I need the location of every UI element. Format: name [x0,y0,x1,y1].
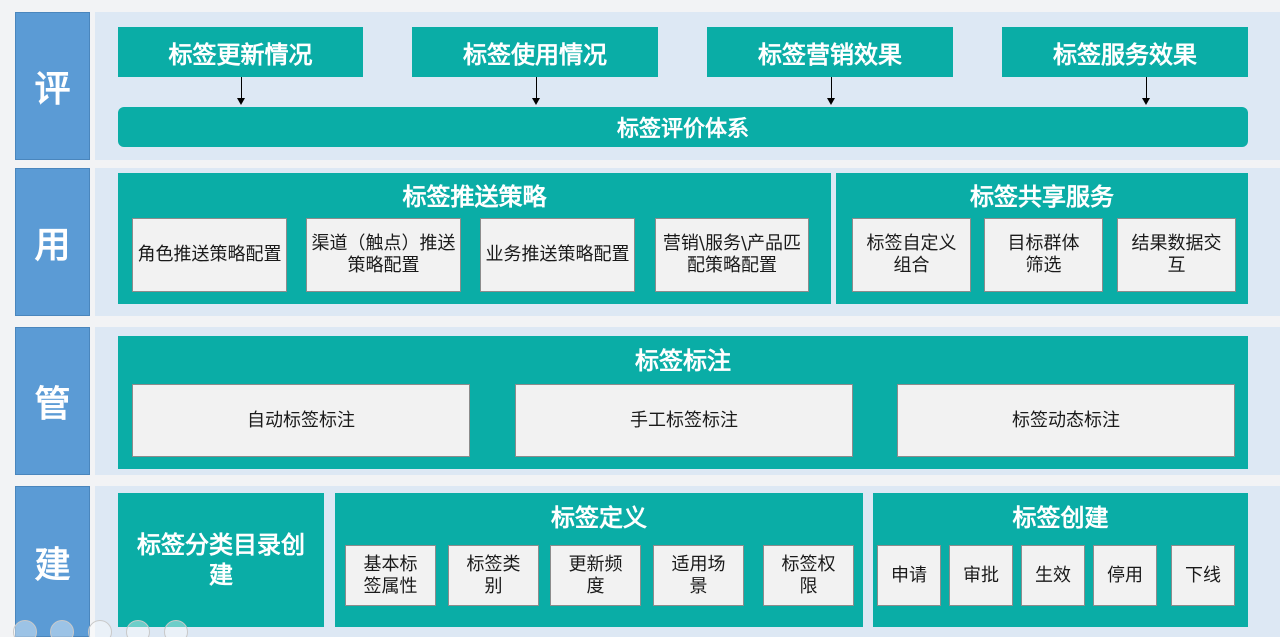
layer-evaluate-text: 评 [34,69,71,110]
push-item-channel-label: 渠道（触点）推送策略配置 [311,233,456,276]
eval-system-bar: 标签评价体系 [118,107,1248,147]
def-item-frequency: 更新频度 [550,545,641,606]
use-push-panel: 标签推送策略 角色推送策略配置 渠道（触点）推送策略配置 业务推送策略配置 营销… [118,173,831,304]
create-item-approve-label: 审批 [963,564,999,586]
arrow-line-3 [831,77,832,98]
push-item-role: 角色推送策略配置 [132,218,287,292]
share-item-data: 结果数据交互 [1117,218,1236,292]
push-item-business-label: 业务推送策略配置 [485,244,630,265]
eval-box-marketing: 标签营销效果 [707,27,953,77]
push-item-match-label: 营销\服务\产品匹配策略配置 [662,233,802,276]
manage-item-manual: 手工标签标注 [515,384,853,457]
def-item-scenario: 适用场景 [653,545,744,606]
layer-label-build: 建 [15,486,90,637]
slide-prev-icon[interactable] [13,620,37,637]
create-item-approve: 审批 [949,545,1013,606]
layer-manage-text: 管 [34,384,71,425]
manage-title-label: 标签标注 [635,346,731,375]
build-catalog: 标签分类目录创建 [118,493,324,627]
slide-more-icon[interactable] [164,620,188,637]
create-item-apply: 申请 [877,545,941,606]
manage-item-auto: 自动标签标注 [132,384,470,457]
def-item-permission: 标签权限 [763,545,854,606]
use-share-panel: 标签共享服务 标签自定义组合 目标群体筛选 结果数据交互 [836,173,1248,304]
manage-item-dynamic-label: 标签动态标注 [1012,409,1120,431]
layer-label-evaluate: 评 [15,12,90,160]
build-creation-panel: 标签创建 申请 审批 生效 停用 下线 [873,493,1248,627]
arrow-head-1 [237,98,245,105]
push-item-channel: 渠道（触点）推送策略配置 [306,218,461,292]
create-item-apply-label: 申请 [891,564,927,586]
slide-menu-icon[interactable] [88,620,112,637]
eval-system-bar-label: 标签评价体系 [616,117,749,142]
push-item-match: 营销\服务\产品匹配策略配置 [655,218,809,292]
build-definition-title: 标签定义 [335,496,863,534]
build-definition-panel: 标签定义 基本标签属性 标签类别 更新频度 适用场景 标签权限 [335,493,863,627]
slide-zoom-icon[interactable] [126,620,150,637]
create-item-disable-label: 停用 [1107,564,1143,586]
share-item-data-label: 结果数据交互 [1131,233,1222,276]
def-item-frequency-label: 更新频度 [568,553,623,597]
push-item-business: 业务推送策略配置 [480,218,635,292]
use-push-title: 标签推送策略 [118,176,831,212]
push-item-role-label: 角色推送策略配置 [137,244,282,265]
manage-item-dynamic: 标签动态标注 [897,384,1235,457]
create-item-offline-label: 下线 [1185,564,1221,586]
slide-pen-icon[interactable] [50,620,74,637]
eval-box-service: 标签服务效果 [1002,27,1248,77]
share-item-custom-label: 标签自定义组合 [866,233,957,276]
def-item-basic: 基本标签属性 [345,545,436,606]
def-item-permission-label: 标签权限 [781,553,836,597]
layer-build-text: 建 [34,544,71,586]
build-catalog-label: 标签分类目录创建 [137,531,305,589]
eval-box-update: 标签更新情况 [118,27,363,77]
share-item-target-label: 目标群体筛选 [1007,233,1080,276]
build-creation-title: 标签创建 [873,496,1248,534]
create-item-effective-label: 生效 [1035,564,1071,586]
use-push-title-label: 标签推送策略 [402,182,547,211]
share-item-target: 目标群体筛选 [984,218,1103,292]
manage-item-auto-label: 自动标签标注 [247,409,355,431]
arrow-line-4 [1146,77,1147,98]
manage-panel: 标签标注 自动标签标注 手工标签标注 标签动态标注 [118,336,1248,469]
arrow-head-4 [1142,98,1150,105]
layer-label-use: 用 [15,168,90,316]
layer-label-manage: 管 [15,327,90,475]
build-definition-title-label: 标签定义 [551,503,647,532]
arrow-head-2 [532,98,540,105]
eval-box-update-label: 标签更新情况 [168,40,313,69]
create-item-effective: 生效 [1021,545,1085,606]
build-creation-title-label: 标签创建 [1012,503,1109,532]
create-item-offline: 下线 [1171,545,1235,606]
def-item-scenario-label: 适用场景 [671,553,726,597]
eval-box-usage: 标签使用情况 [412,27,658,77]
eval-box-usage-label: 标签使用情况 [463,40,607,69]
manage-item-manual-label: 手工标签标注 [630,409,738,431]
def-item-basic-label: 基本标签属性 [363,553,418,597]
use-share-title-label: 标签共享服务 [970,182,1114,211]
manage-title: 标签标注 [118,339,1248,377]
arrow-line-2 [536,77,537,98]
eval-box-service-label: 标签服务效果 [1053,40,1197,69]
def-item-category: 标签类别 [448,545,539,606]
use-share-title: 标签共享服务 [836,176,1248,212]
create-item-disable: 停用 [1093,545,1157,606]
share-item-custom: 标签自定义组合 [852,218,971,292]
arrow-head-3 [827,98,835,105]
def-item-category-label: 标签类别 [466,553,521,597]
arrow-line-1 [241,77,242,98]
eval-box-marketing-label: 标签营销效果 [758,40,902,69]
layer-use-text: 用 [34,225,71,266]
